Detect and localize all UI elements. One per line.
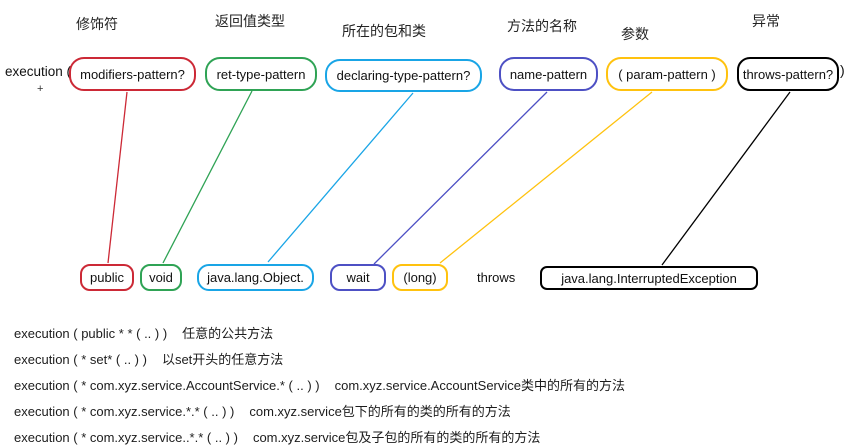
- connector-line-params: [439, 91, 653, 264]
- pattern-box-declaring-type: declaring-type-pattern?: [325, 59, 482, 92]
- pattern-box-throws: throws-pattern?: [737, 57, 839, 91]
- segment-label-modifiers: 修饰符: [76, 16, 118, 32]
- example-code: execution ( * set* ( .. ) ): [14, 352, 147, 367]
- example-box-params: (long): [392, 264, 448, 291]
- segment-label-declaring-type: 所在的包和类: [342, 23, 426, 39]
- example-box-declaring-type: java.lang.Object.: [197, 264, 314, 291]
- segment-label-return-type: 返回值类型: [215, 13, 285, 29]
- examples-list: execution ( public * * ( .. ) ) 任意的公共方法 e…: [14, 321, 625, 445]
- example-desc: 以set开头的任意方法: [161, 352, 284, 367]
- cursor-plus-mark: +: [37, 83, 44, 95]
- connector-line-method-name: [373, 91, 548, 265]
- example-code: execution ( * com.xyz.service.*.* ( .. )…: [14, 404, 235, 419]
- example-box-return-type: void: [140, 264, 182, 291]
- example-box-modifiers: public: [80, 264, 134, 291]
- connector-line-throws: [661, 91, 791, 266]
- example-code: execution ( * com.xyz.service.AccountSer…: [14, 378, 320, 393]
- segment-label-throws: 异常: [752, 13, 780, 29]
- example-row: execution ( * set* ( .. ) ) 以set开头的任意方法: [14, 347, 625, 373]
- example-desc: 任意的公共方法: [182, 326, 274, 341]
- segment-label-method-name: 方法的名称: [507, 18, 577, 34]
- throws-keyword-text: throws: [477, 270, 516, 285]
- example-box-throws: java.lang.InterruptedException: [540, 266, 758, 290]
- example-desc: com.xyz.service.AccountService类中的所有的方法: [334, 378, 626, 393]
- connector-line-return-type: [162, 90, 253, 264]
- pattern-box-params: ( param-pattern ): [606, 57, 728, 91]
- example-code: execution ( public * * ( .. ) ): [14, 326, 168, 341]
- connector-line-modifiers: [107, 91, 128, 264]
- pattern-box-modifiers: modifiers-pattern?: [69, 57, 196, 91]
- segment-label-params: 参数: [621, 26, 649, 42]
- pattern-box-method-name: name-pattern: [499, 57, 598, 91]
- execution-prefix-text: execution (: [5, 64, 72, 79]
- pattern-box-return-type: ret-type-pattern: [205, 57, 317, 91]
- example-box-method-name: wait: [330, 264, 386, 291]
- example-row: execution ( * com.xyz.service.AccountSer…: [14, 373, 625, 399]
- closing-paren-text: ): [840, 62, 845, 78]
- example-row: execution ( * com.xyz.service..*.* ( .. …: [14, 425, 625, 445]
- connector-line-declaring-type: [267, 92, 414, 263]
- example-row: execution ( public * * ( .. ) ) 任意的公共方法: [14, 321, 625, 347]
- example-desc: com.xyz.service包下的所有的类的所有的方法: [249, 404, 511, 419]
- example-row: execution ( * com.xyz.service.*.* ( .. )…: [14, 399, 625, 425]
- example-desc: com.xyz.service包及子包的所有的类的所有的方法: [252, 430, 541, 445]
- example-code: execution ( * com.xyz.service..*.* ( .. …: [14, 430, 238, 445]
